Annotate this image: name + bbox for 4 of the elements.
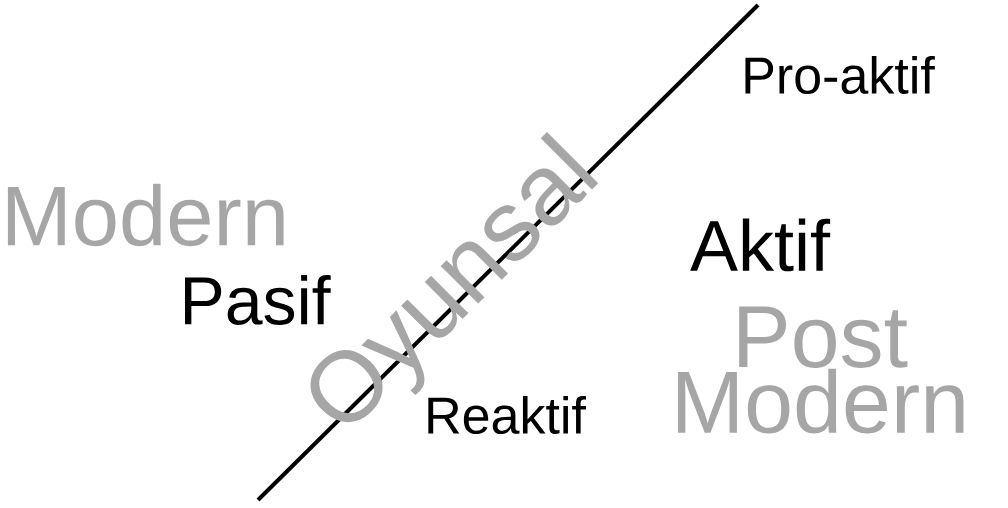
label-text: Pro-aktif — [745, 55, 935, 95]
label-text: Aktif — [690, 218, 831, 272]
label-text: Modern — [7, 183, 284, 247]
label-text: Post Modern — [678, 306, 964, 434]
